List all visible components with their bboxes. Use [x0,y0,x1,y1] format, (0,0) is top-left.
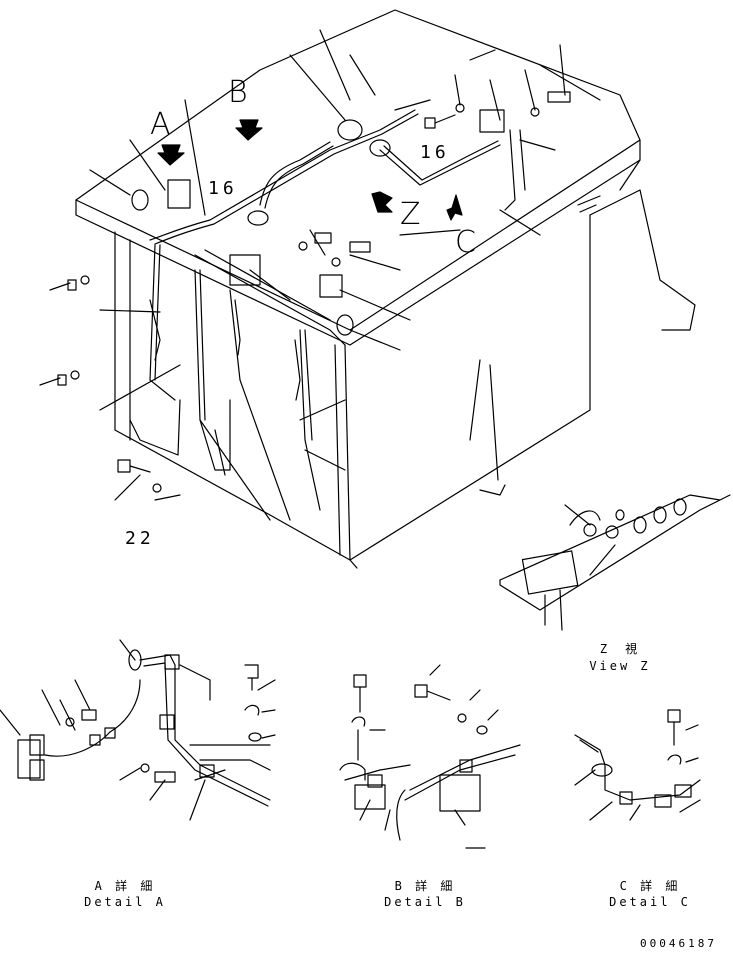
view-arrows [157,119,463,221]
detail-c-caption-jp: C 詳 細 [619,879,681,893]
detail-b-caption-jp: B 詳 細 [394,879,456,893]
callout-a: A [150,107,171,142]
callout-z: Z [400,197,421,232]
drawing-number: 00046187 [640,937,717,950]
leader-lines [89,29,601,501]
view-z-caption-jp: Z 視 [599,642,641,656]
detail-b [339,664,521,849]
detail-a-caption-en: Detail A [84,895,166,909]
ref-16-left: 16 [208,178,238,199]
view-b-arrow-icon [157,144,185,166]
ref-16-right: 16 [420,142,450,163]
view-c-arrow-icon [446,194,463,221]
callout-c: C [455,225,476,260]
detail-c [574,709,701,821]
callout-b: B [228,75,248,110]
detail-a-caption-jp: A 詳 細 [94,879,156,893]
view-z-caption-en: View Z [589,659,651,673]
detail-b-caption-en: Detail B [384,895,466,909]
fasteners-main [39,91,571,493]
ref-22: 22 [125,528,155,549]
detail-c-caption-en: Detail C [609,895,691,909]
wiring-harness [131,109,526,521]
view-a-arrow-icon [235,119,263,141]
view-z-arrow-icon [371,191,393,213]
cab-body [75,9,696,569]
detail-a [0,639,276,821]
view-z-panel [499,494,731,631]
